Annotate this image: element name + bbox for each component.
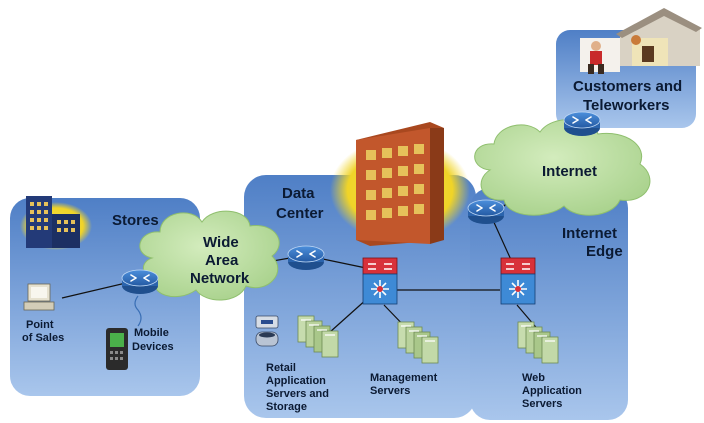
management-label-line1: Management: [370, 372, 438, 384]
management-label-line2: Servers: [370, 385, 410, 397]
web-label-line1: Web: [522, 372, 545, 384]
retail-label-line2: Application: [266, 375, 326, 387]
web-label-line3: Servers: [522, 398, 562, 410]
data-center-label-line2: Center: [276, 205, 324, 222]
internet-label: Internet: [542, 163, 597, 180]
mobile-label-line1: Mobile: [134, 327, 169, 339]
pos-label-line1: Point: [26, 319, 54, 331]
wan-cloud: [139, 210, 280, 301]
internet-edge-label-line1: Internet: [562, 225, 617, 242]
house-icon: [616, 8, 702, 66]
edge-router-icon: [467, 199, 505, 225]
customers-label-line1: Customers and: [573, 78, 682, 95]
stores-label: Stores: [112, 212, 159, 229]
customers-label-line2: Teleworkers: [583, 97, 669, 114]
internet-cloud: [474, 119, 651, 216]
data-center-switch-icon: [362, 257, 398, 305]
point-of-sales-icon: [23, 283, 55, 311]
mobile-label-line2: Devices: [132, 341, 174, 353]
customer-person-icon: [580, 38, 620, 74]
customer-router-icon: [563, 111, 601, 137]
mobile-device-icon: [106, 328, 128, 370]
wan-label-line1: Wide: [203, 234, 239, 251]
web-label-line2: Application: [522, 385, 582, 397]
stores-building-icon: [20, 196, 92, 250]
data-center-building-icon: [330, 122, 470, 246]
retail-label-line1: Retail: [266, 362, 296, 374]
retail-label-line4: Storage: [266, 401, 307, 413]
wan-label-line2: Area: [205, 252, 239, 269]
storage-icon: [255, 315, 279, 347]
internet-edge-zone: [470, 188, 628, 420]
stores-router-icon: [121, 269, 159, 295]
data-center-label-line1: Data: [282, 185, 315, 202]
edge-switch-icon: [500, 257, 536, 305]
wan-label-line3: Network: [190, 270, 250, 287]
internet-edge-label-line2: Edge: [586, 243, 623, 260]
retail-label-line3: Servers and: [266, 388, 329, 400]
data-center-router-icon: [287, 245, 325, 271]
pos-label-line2: of Sales: [22, 332, 64, 344]
